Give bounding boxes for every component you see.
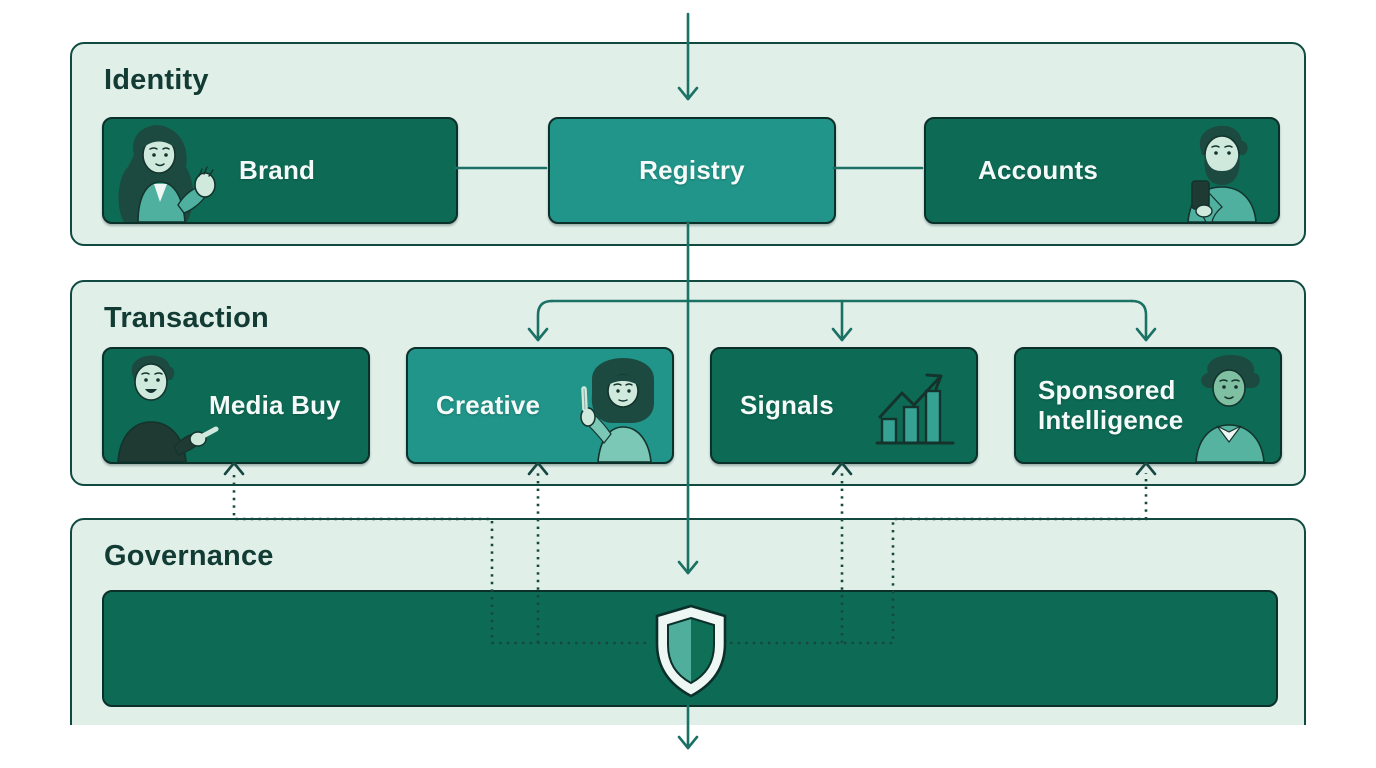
arrowhead-bottom-exit xyxy=(677,735,699,750)
registry-node: Registry xyxy=(548,117,836,224)
governance-section-clip: Governance xyxy=(70,518,1306,725)
accounts-node-label: Accounts xyxy=(978,154,1099,185)
creative-node: Creative xyxy=(406,347,674,464)
sponsored-intelligence-node-label: Sponsored Intelligence xyxy=(1038,374,1184,435)
sponsored-intelligence-node: Sponsored Intelligence xyxy=(1014,347,1282,464)
brand-node: Brand xyxy=(102,117,458,224)
identity-section-title: Identity xyxy=(104,64,209,96)
brand-person-illustration xyxy=(118,125,216,222)
transaction-section: Transaction Media Buy xyxy=(70,280,1306,486)
identity-section: Identity Brand Registry xyxy=(70,42,1306,246)
shield-icon xyxy=(655,604,727,698)
signals-chart-icon xyxy=(875,373,955,445)
brand-node-label: Brand xyxy=(239,154,316,185)
signals-node-label: Signals xyxy=(740,389,834,420)
registry-node-label: Registry xyxy=(639,154,745,185)
media-buy-person-illustration xyxy=(117,355,219,462)
accounts-node: Accounts xyxy=(924,117,1280,224)
governance-section-title: Governance xyxy=(104,540,274,572)
governance-bar xyxy=(102,590,1278,707)
governance-section: Governance xyxy=(70,518,1306,725)
accounts-person-illustration xyxy=(1187,125,1257,222)
sponsored-intelligence-person-illustration xyxy=(1195,354,1265,462)
media-buy-node: Media Buy xyxy=(102,347,370,464)
creative-node-label: Creative xyxy=(436,389,541,420)
transaction-section-title: Transaction xyxy=(104,302,269,334)
signals-node: Signals xyxy=(710,347,978,464)
media-buy-node-label: Media Buy xyxy=(209,389,341,420)
creative-person-illustration xyxy=(580,358,654,462)
